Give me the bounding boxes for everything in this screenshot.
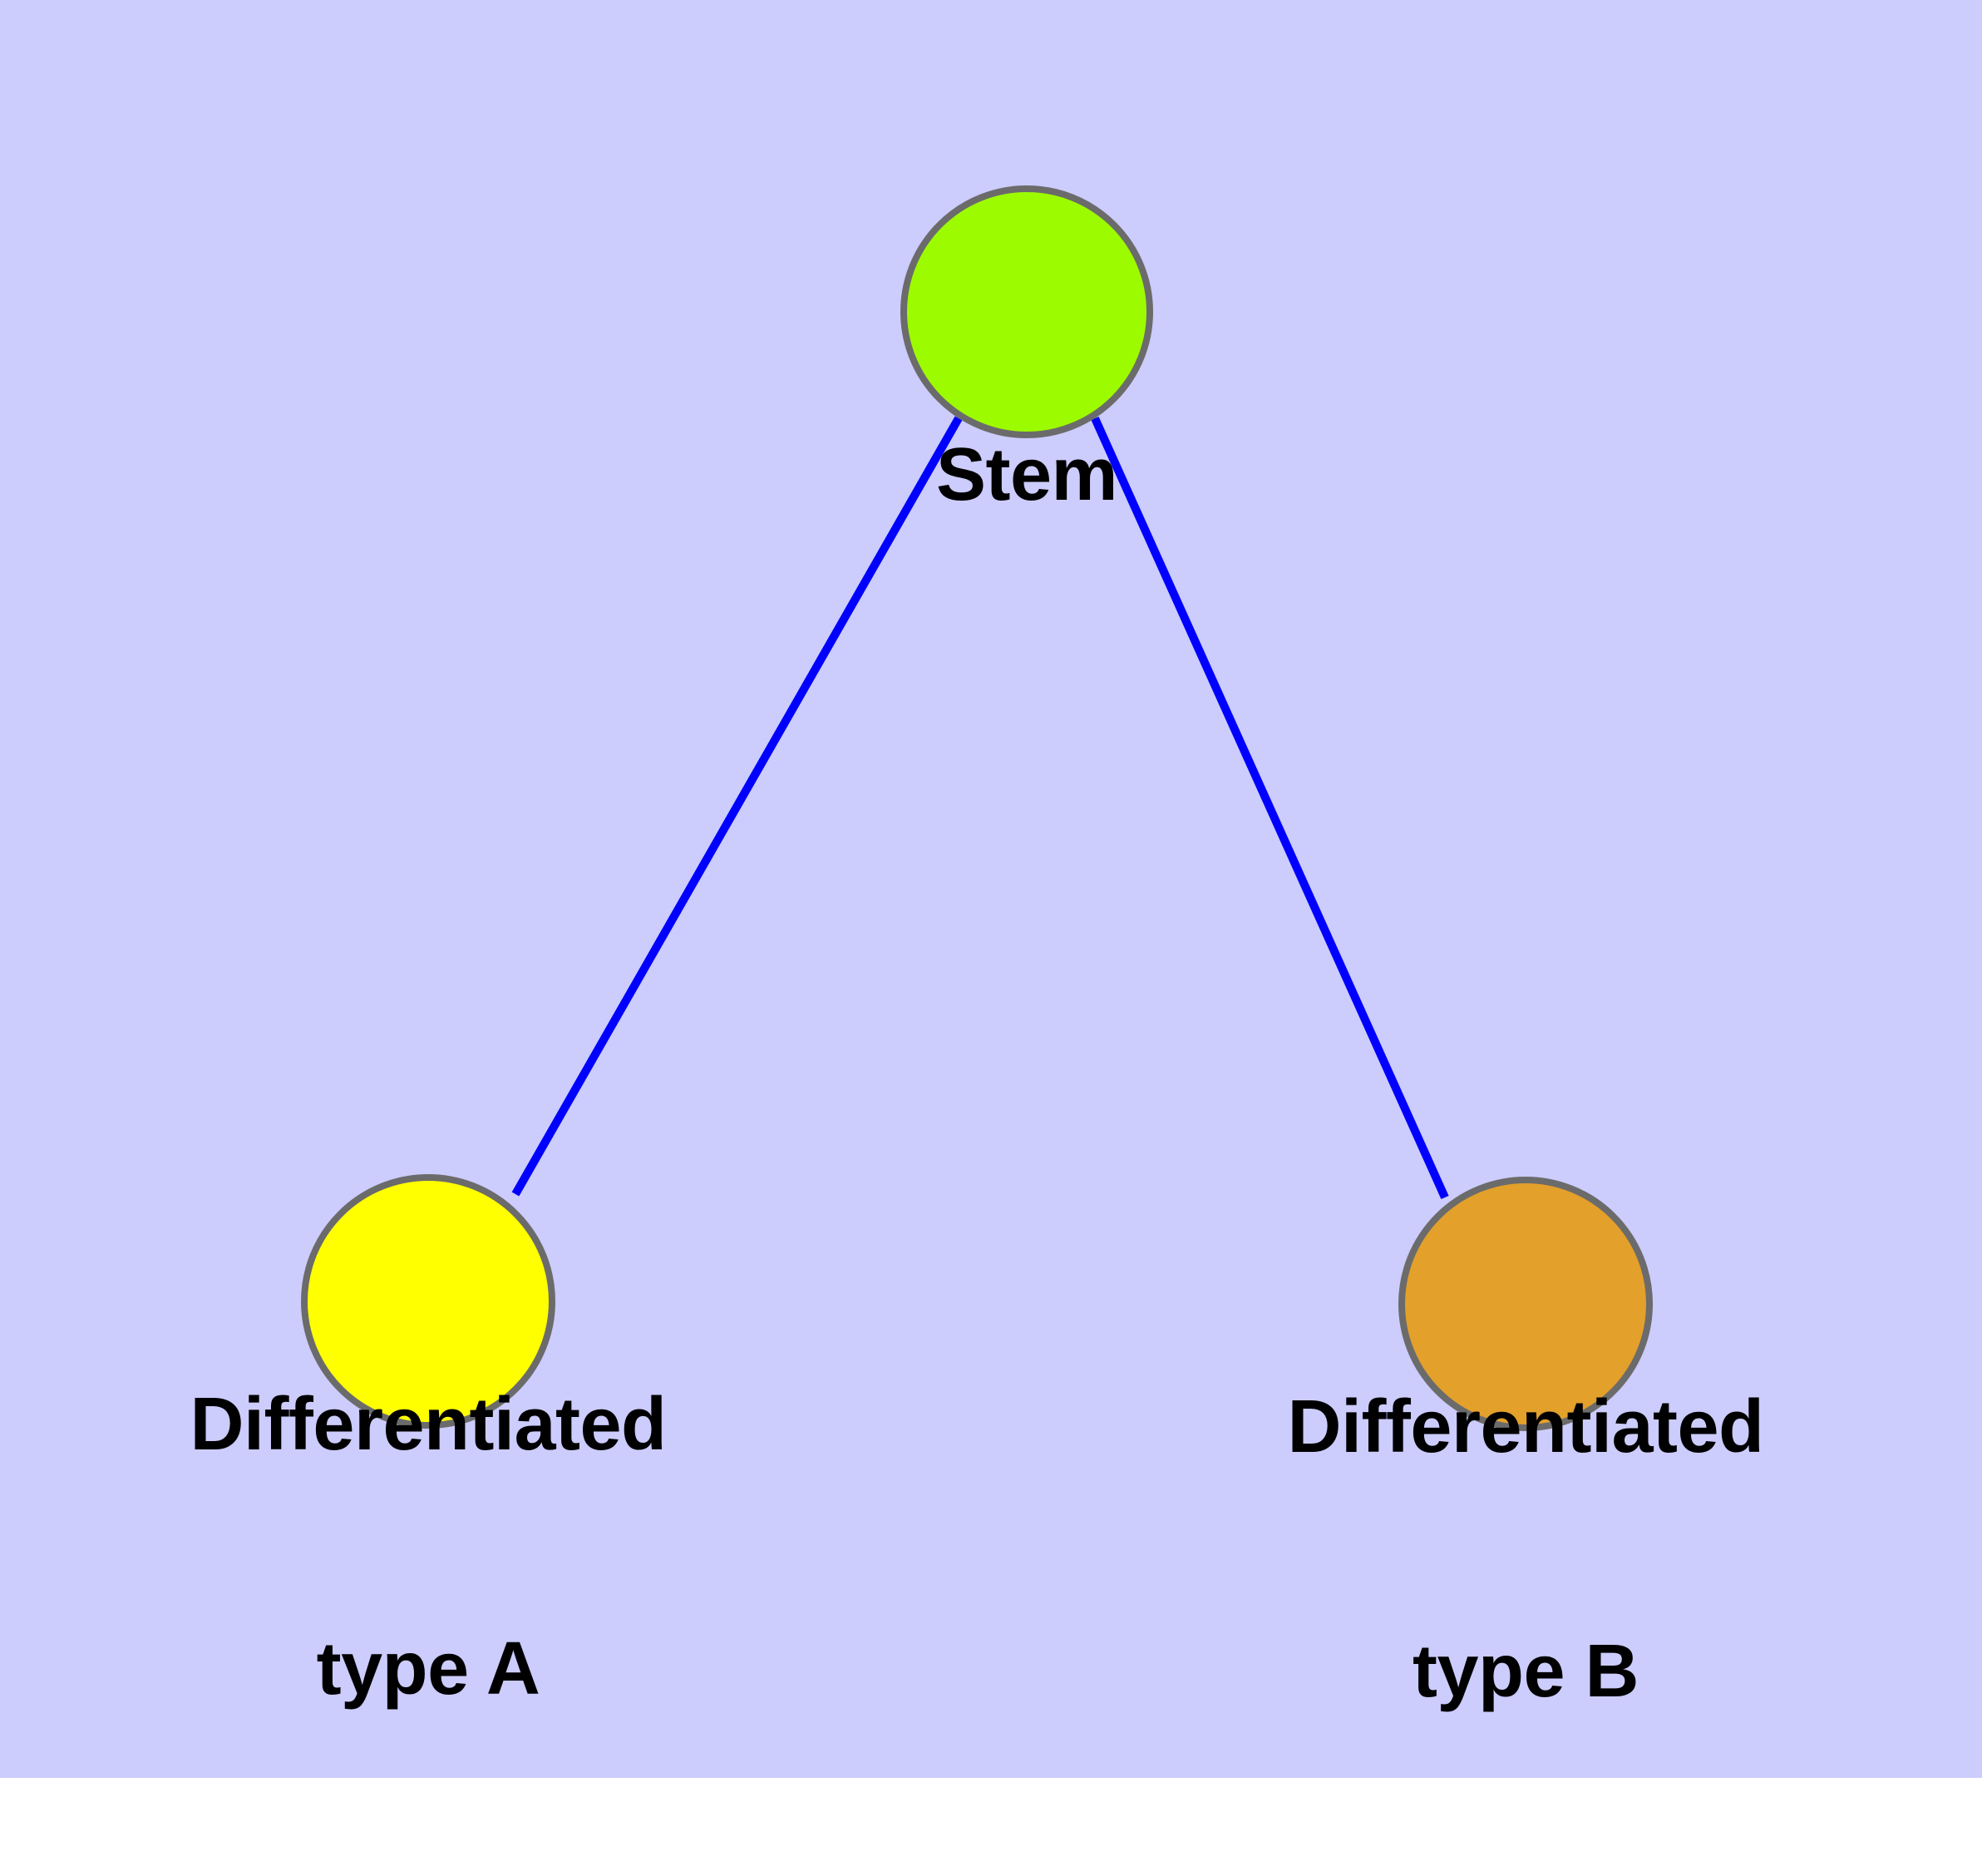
node-differentiated-type-b[interactable]: [1398, 1177, 1653, 1431]
graph-canvas: Stem Differentiated type A Differentiate…: [0, 0, 1982, 1778]
edge-stem-to-differentiated-type-b: [1091, 416, 1449, 1200]
node-differentiated-type-a[interactable]: [301, 1174, 555, 1429]
edge-layer: [511, 416, 1449, 1200]
node-stem[interactable]: [900, 185, 1153, 438]
edge-stem-to-differentiated-type-a: [511, 416, 963, 1197]
